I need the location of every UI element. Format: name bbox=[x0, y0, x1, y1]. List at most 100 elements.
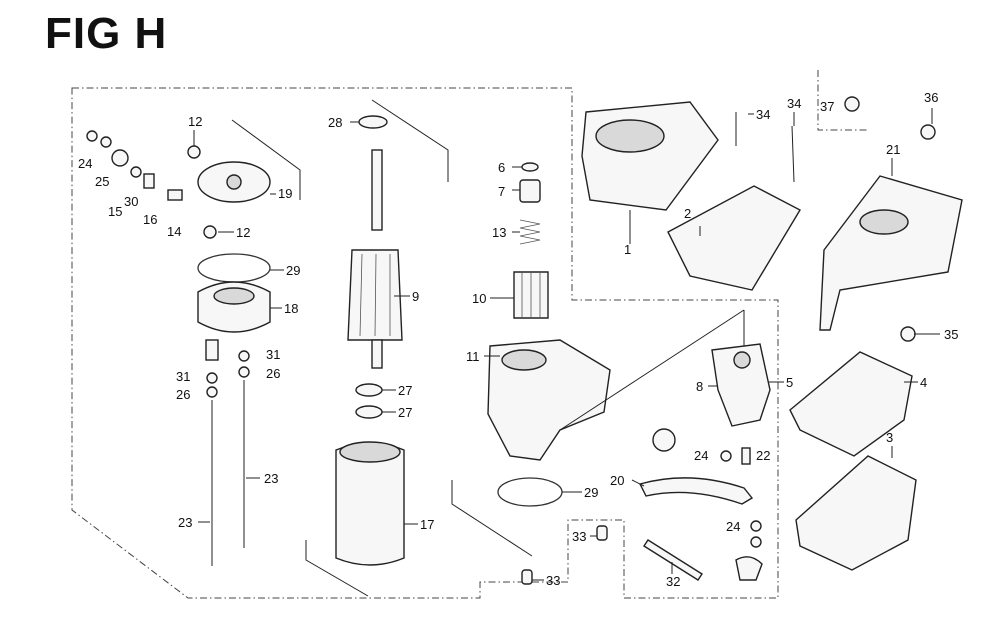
armature-shaft-lower bbox=[371, 339, 383, 369]
terminal-clip bbox=[735, 556, 763, 581]
brush-group-bracket bbox=[231, 119, 301, 200]
washer-24-lower bbox=[750, 536, 762, 548]
callout-8: 8 bbox=[696, 379, 703, 394]
figure-title: FIG H bbox=[45, 9, 168, 58]
cable-boot bbox=[652, 428, 676, 452]
washer-24 bbox=[86, 130, 98, 142]
callout-16: 16 bbox=[143, 212, 157, 227]
armature-shaft bbox=[371, 149, 383, 231]
callout-labels: 12 12 24 25 15 30 16 14 19 29 18 31 26 3… bbox=[78, 90, 958, 589]
callout-20: 20 bbox=[610, 473, 624, 488]
nut-24-upper bbox=[720, 450, 732, 462]
callout-14: 14 bbox=[167, 224, 181, 239]
callout-5: 5 bbox=[786, 375, 793, 390]
yoke-opening bbox=[339, 441, 401, 463]
callout-34: 34 bbox=[787, 96, 801, 111]
spring-13 bbox=[519, 219, 541, 245]
leader-lines bbox=[193, 108, 940, 581]
callout-3: 3 bbox=[886, 430, 893, 445]
callout-12: 12 bbox=[188, 114, 202, 129]
callout-33: 33 bbox=[546, 573, 560, 588]
callout-31: 31 bbox=[266, 347, 280, 362]
callout-25: 25 bbox=[95, 174, 109, 189]
callout-32: 32 bbox=[666, 574, 680, 589]
terminal-bolt-22 bbox=[741, 447, 751, 465]
callout-24: 24 bbox=[694, 448, 708, 463]
end-cover-bore bbox=[213, 287, 255, 305]
dowel-33-right bbox=[596, 525, 608, 541]
o-ring-29-lower bbox=[497, 477, 563, 507]
callout-17: 17 bbox=[420, 517, 434, 532]
callout-24: 24 bbox=[726, 519, 740, 534]
bolt-34-right bbox=[791, 125, 795, 183]
callout-9: 9 bbox=[412, 289, 419, 304]
callout-28: 28 bbox=[328, 115, 342, 130]
bracket-21 bbox=[819, 175, 963, 331]
bracket-3 bbox=[795, 455, 917, 571]
clip-37 bbox=[844, 96, 860, 112]
callout-30: 30 bbox=[124, 194, 138, 209]
cable-20 bbox=[638, 477, 754, 505]
callout-21: 21 bbox=[886, 142, 900, 157]
o-ring-29-top bbox=[197, 253, 271, 283]
starter-group-outline bbox=[71, 87, 779, 599]
clip-36 bbox=[920, 124, 936, 140]
callout-12: 12 bbox=[236, 225, 250, 240]
brush-16 bbox=[143, 173, 155, 189]
callout-33: 33 bbox=[572, 529, 586, 544]
callout-6: 6 bbox=[498, 160, 505, 175]
callout-26: 26 bbox=[176, 387, 190, 402]
callout-23: 23 bbox=[178, 515, 192, 530]
front-cover-bore bbox=[501, 349, 547, 371]
bracket-2 bbox=[667, 185, 801, 291]
bracket-21-bore bbox=[859, 209, 909, 235]
snap-ring-6 bbox=[521, 162, 539, 172]
armature-group-bracket bbox=[371, 99, 449, 182]
callout-29: 29 bbox=[584, 485, 598, 500]
callout-34: 34 bbox=[756, 107, 770, 122]
callout-7: 7 bbox=[498, 184, 505, 199]
brush-14 bbox=[167, 189, 183, 201]
callout-2: 2 bbox=[684, 206, 691, 221]
callout-11: 11 bbox=[466, 349, 480, 364]
washer-26-right bbox=[238, 366, 250, 378]
nut-12-bottom bbox=[203, 225, 217, 239]
callout-35: 35 bbox=[944, 327, 958, 342]
washer-28 bbox=[358, 115, 388, 129]
callout-27: 27 bbox=[398, 383, 412, 398]
callout-37: 37 bbox=[820, 99, 834, 114]
solenoid-leader bbox=[559, 309, 745, 431]
callout-22: 22 bbox=[756, 448, 770, 463]
callout-1: 1 bbox=[624, 242, 631, 257]
callout-19: 19 bbox=[278, 186, 292, 201]
bracket-1 bbox=[581, 101, 719, 211]
solenoid bbox=[711, 343, 771, 427]
callout-36: 36 bbox=[924, 90, 938, 105]
brush-holder-hub bbox=[226, 174, 242, 190]
washer-31-right bbox=[238, 350, 250, 362]
washer-27-lower bbox=[355, 405, 383, 419]
washer-15 bbox=[111, 149, 129, 167]
callout-4: 4 bbox=[920, 375, 927, 390]
strap-32 bbox=[643, 539, 703, 581]
callout-26: 26 bbox=[266, 366, 280, 381]
yoke-group-bracket bbox=[305, 540, 369, 597]
callout-23: 23 bbox=[264, 471, 278, 486]
washer-26-left bbox=[206, 386, 218, 398]
washer-25 bbox=[100, 136, 112, 148]
bracket-4 bbox=[789, 351, 913, 457]
bolt-head-left bbox=[205, 339, 219, 361]
washer-31-left bbox=[206, 372, 218, 384]
callout-15: 15 bbox=[108, 204, 122, 219]
nut-24-lower bbox=[750, 520, 762, 532]
front-group-bracket bbox=[451, 480, 533, 557]
nut-12-top bbox=[187, 145, 201, 159]
callout-13: 13 bbox=[492, 225, 506, 240]
solenoid-terminal bbox=[733, 351, 751, 369]
bracket-group-outline bbox=[817, 70, 868, 131]
callout-10: 10 bbox=[472, 291, 486, 306]
callout-27: 27 bbox=[398, 405, 412, 420]
bracket-1-bore bbox=[595, 119, 665, 153]
callout-31: 31 bbox=[176, 369, 190, 384]
